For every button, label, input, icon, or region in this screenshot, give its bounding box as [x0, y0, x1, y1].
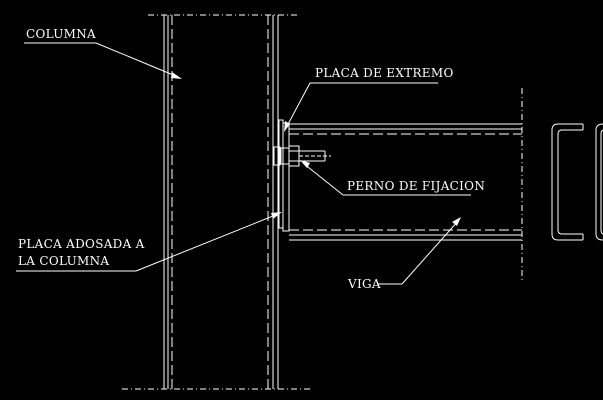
perno-arrow [300, 160, 310, 168]
callout-columna: COLUMNA [24, 27, 182, 79]
callout-perno-fijacion: PERNO DE FIJACION [300, 160, 485, 196]
bolt-nut-left [273, 146, 281, 166]
viga-arrow [452, 217, 461, 226]
placa-extremo-leader [285, 82, 311, 129]
columna-arrow [171, 72, 182, 79]
channel-left-outer [551, 123, 583, 241]
label-perno-de-fijacion: PERNO DE FIJACION [347, 179, 485, 193]
column-attached-plate [278, 119, 284, 229]
viga-leader [401, 220, 459, 285]
placa-extremo-arrow [284, 121, 290, 132]
placa-extremo [282, 122, 290, 232]
callout-placa-adosada: PLACA ADOSADA A LA COLUMNA [16, 212, 282, 272]
placa-adosada [278, 119, 284, 229]
label-placa-de-extremo: PLACA DE EXTREMO [315, 66, 454, 80]
channel-right-inner [600, 129, 603, 235]
label-viga: VIGA [347, 277, 381, 291]
placa-adosada-leader [135, 213, 279, 272]
bolt-head [288, 145, 300, 167]
column [122, 14, 313, 390]
channel-left-inner [557, 129, 583, 235]
beam-cross-section [551, 123, 603, 241]
label-placa-adosada-line2: LA COLUMNA [18, 254, 109, 268]
placa-adosada-arrow [271, 212, 282, 219]
beam [289, 88, 523, 282]
bolt-washer [280, 147, 290, 165]
callout-viga: VIGA [347, 217, 461, 291]
label-placa-adosada-line1: PLACA ADOSADA A [18, 237, 145, 251]
columna-leader [95, 42, 179, 78]
bolt [273, 145, 331, 167]
callout-placa-extremo: PLACA DE EXTREMO [284, 66, 454, 132]
perno-leader [302, 162, 344, 196]
channel-right-outer [595, 123, 603, 241]
label-columna: COLUMNA [26, 27, 96, 41]
end-plate [282, 122, 290, 232]
